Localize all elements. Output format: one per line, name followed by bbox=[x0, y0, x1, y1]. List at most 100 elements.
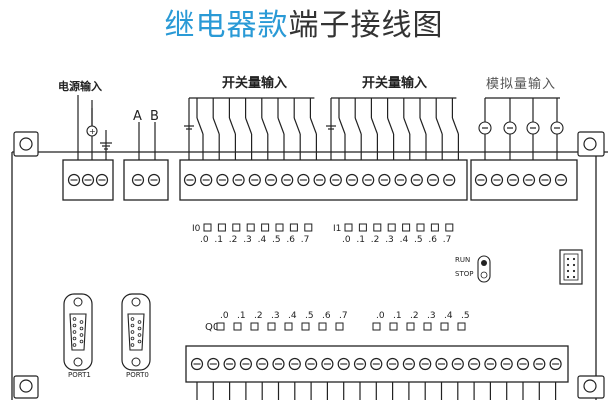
output-terminal-screw-3 bbox=[239, 357, 252, 371]
output-terminal-screw-7 bbox=[305, 357, 318, 371]
input-i0-bit-6: .6 bbox=[286, 235, 295, 245]
output-terminal-screw-15 bbox=[435, 357, 448, 371]
input-i1-bit-0: .0 bbox=[342, 235, 351, 245]
input-i0-led-1 bbox=[217, 223, 226, 232]
input-terminal-block-screw-15 bbox=[426, 173, 440, 187]
output-terminal-screw-18 bbox=[484, 357, 497, 371]
input-group-a-switch-5 bbox=[277, 117, 285, 135]
output-q0a-bit-0: .0 bbox=[220, 311, 229, 321]
input-i0-bit-4: .4 bbox=[258, 235, 267, 245]
comm-terminal-block-screw-1 bbox=[147, 173, 161, 187]
input-i0-led-6 bbox=[289, 223, 298, 232]
run-stop-off bbox=[480, 271, 488, 279]
comm-b-label: B bbox=[150, 109, 159, 124]
port1-label: PORT1 bbox=[68, 371, 91, 379]
input-group-a-switch-0 bbox=[196, 117, 204, 135]
analog-terminal-block-screw-2 bbox=[506, 173, 520, 187]
output-terminal-screw-13 bbox=[402, 357, 415, 371]
output-q0b-bit-3: .3 bbox=[427, 311, 436, 321]
input-terminal-block-screw-9 bbox=[329, 173, 342, 187]
output-q0b-bit-2: .2 bbox=[410, 311, 419, 321]
power-terminal-block-screw-2 bbox=[95, 173, 109, 187]
port1-db9-pin-b3 bbox=[79, 339, 84, 344]
input-i0-led-0 bbox=[203, 223, 212, 232]
output-terminal-screw-10 bbox=[353, 357, 367, 371]
expansion-pin-2-0 bbox=[566, 269, 570, 273]
output-terminal-screw-8 bbox=[321, 357, 334, 371]
input-terminal-block-screw-2 bbox=[216, 173, 229, 187]
input-i1-led-3 bbox=[387, 223, 396, 232]
input-terminal-block-screw-13 bbox=[394, 173, 407, 187]
input-group-b-switch-7 bbox=[451, 117, 459, 135]
input-terminal-block-screw-11 bbox=[362, 173, 375, 187]
port1-db9-screw-bottom bbox=[73, 357, 83, 367]
mount-hole-right bbox=[583, 137, 597, 151]
output-q0a-led-6 bbox=[318, 322, 327, 331]
input-i0-led-2 bbox=[232, 223, 241, 232]
expansion-pin-2-1 bbox=[572, 269, 576, 273]
input-i1-bit-1: .1 bbox=[356, 235, 365, 245]
expansion-pin-3-0 bbox=[566, 275, 570, 279]
input-group-a-switch-3 bbox=[245, 117, 253, 135]
port1-db9-pin-b1 bbox=[79, 326, 84, 331]
input-group-b-switch-5 bbox=[419, 117, 427, 135]
input-i1-led-6 bbox=[430, 223, 439, 232]
output-terminal-screw-1 bbox=[207, 357, 220, 371]
comm-a-label: A bbox=[133, 109, 142, 124]
output-terminal-screw-11 bbox=[370, 357, 383, 371]
output-q0a-bit-6: .6 bbox=[322, 311, 331, 321]
output-q0a-bit-1: .1 bbox=[237, 311, 246, 321]
port0-db9-pin-a0 bbox=[130, 317, 135, 321]
analog-input-label: 模拟量输入 bbox=[486, 76, 556, 92]
output-terminal-screw-6 bbox=[288, 357, 301, 371]
input-i1-bit-6: .6 bbox=[428, 235, 437, 245]
power-terminal-block-screw-0 bbox=[67, 173, 81, 187]
output-q0b-bit-0: .0 bbox=[376, 311, 385, 321]
port0-db9-pin-a1 bbox=[130, 323, 135, 328]
analog-terminal-block-screw-1 bbox=[490, 173, 504, 187]
expansion-pin-1-1 bbox=[572, 263, 576, 267]
input-i1-bit-7: .7 bbox=[443, 235, 452, 245]
input-terminal-block-screw-10 bbox=[345, 173, 359, 187]
port0-db9-screw-bottom bbox=[131, 357, 141, 367]
expansion-pin-3-1 bbox=[572, 275, 576, 279]
analog-terminal-block-screw-5 bbox=[554, 173, 568, 187]
comm-terminal-block-screw-0 bbox=[131, 173, 145, 187]
output-terminal-screw-9 bbox=[337, 357, 350, 371]
port0-db9-pin-a3 bbox=[130, 336, 135, 341]
port1-db9-pin-a3 bbox=[72, 336, 77, 341]
input-i1-led-7 bbox=[445, 223, 454, 232]
input-i1-bit-5: .5 bbox=[414, 235, 423, 245]
stop-label: STOP bbox=[455, 270, 473, 278]
output-q0a-led-1 bbox=[233, 322, 242, 331]
input-i1-led-4 bbox=[402, 223, 411, 232]
output-terminal-screw-20 bbox=[516, 357, 530, 371]
input-i1-led-5 bbox=[416, 223, 425, 232]
expansion-connector-inner bbox=[563, 253, 579, 281]
port0-db9-pin-b2 bbox=[137, 333, 142, 337]
input-i1-bit-3: .3 bbox=[385, 235, 394, 245]
port0-db9-pin-a2 bbox=[130, 330, 135, 334]
input-group-b-switch-0 bbox=[338, 117, 346, 135]
input-terminal-block-screw-7 bbox=[297, 173, 310, 187]
port0-db9-pin-b0 bbox=[137, 320, 142, 324]
input-group-b-switch-2 bbox=[370, 117, 378, 135]
input-group-i0-label: I0 bbox=[192, 224, 201, 234]
power-terminal-block-screw-1 bbox=[81, 173, 95, 187]
title-highlight: 继电器款 bbox=[164, 8, 289, 43]
output-q0a-led-3 bbox=[267, 322, 276, 331]
run-label: RUN bbox=[455, 256, 470, 264]
mount-hole-left bbox=[19, 137, 33, 151]
output-q0a-led-2 bbox=[250, 322, 259, 331]
input-group-a-switch-2 bbox=[228, 117, 236, 135]
port0-db9-pin-b3 bbox=[137, 339, 142, 344]
port1-db9-pin-b2 bbox=[79, 333, 84, 337]
mount-hole-bottom-right bbox=[583, 379, 597, 393]
input-terminal-block-screw-12 bbox=[378, 173, 391, 187]
plc-body-outline bbox=[11, 151, 608, 400]
input-terminal-block-screw-1 bbox=[200, 173, 213, 187]
output-q0a-bit-3: .3 bbox=[271, 311, 280, 321]
title-rest: 端子接线图 bbox=[288, 8, 444, 43]
output-terminal-screw-16 bbox=[451, 357, 464, 371]
